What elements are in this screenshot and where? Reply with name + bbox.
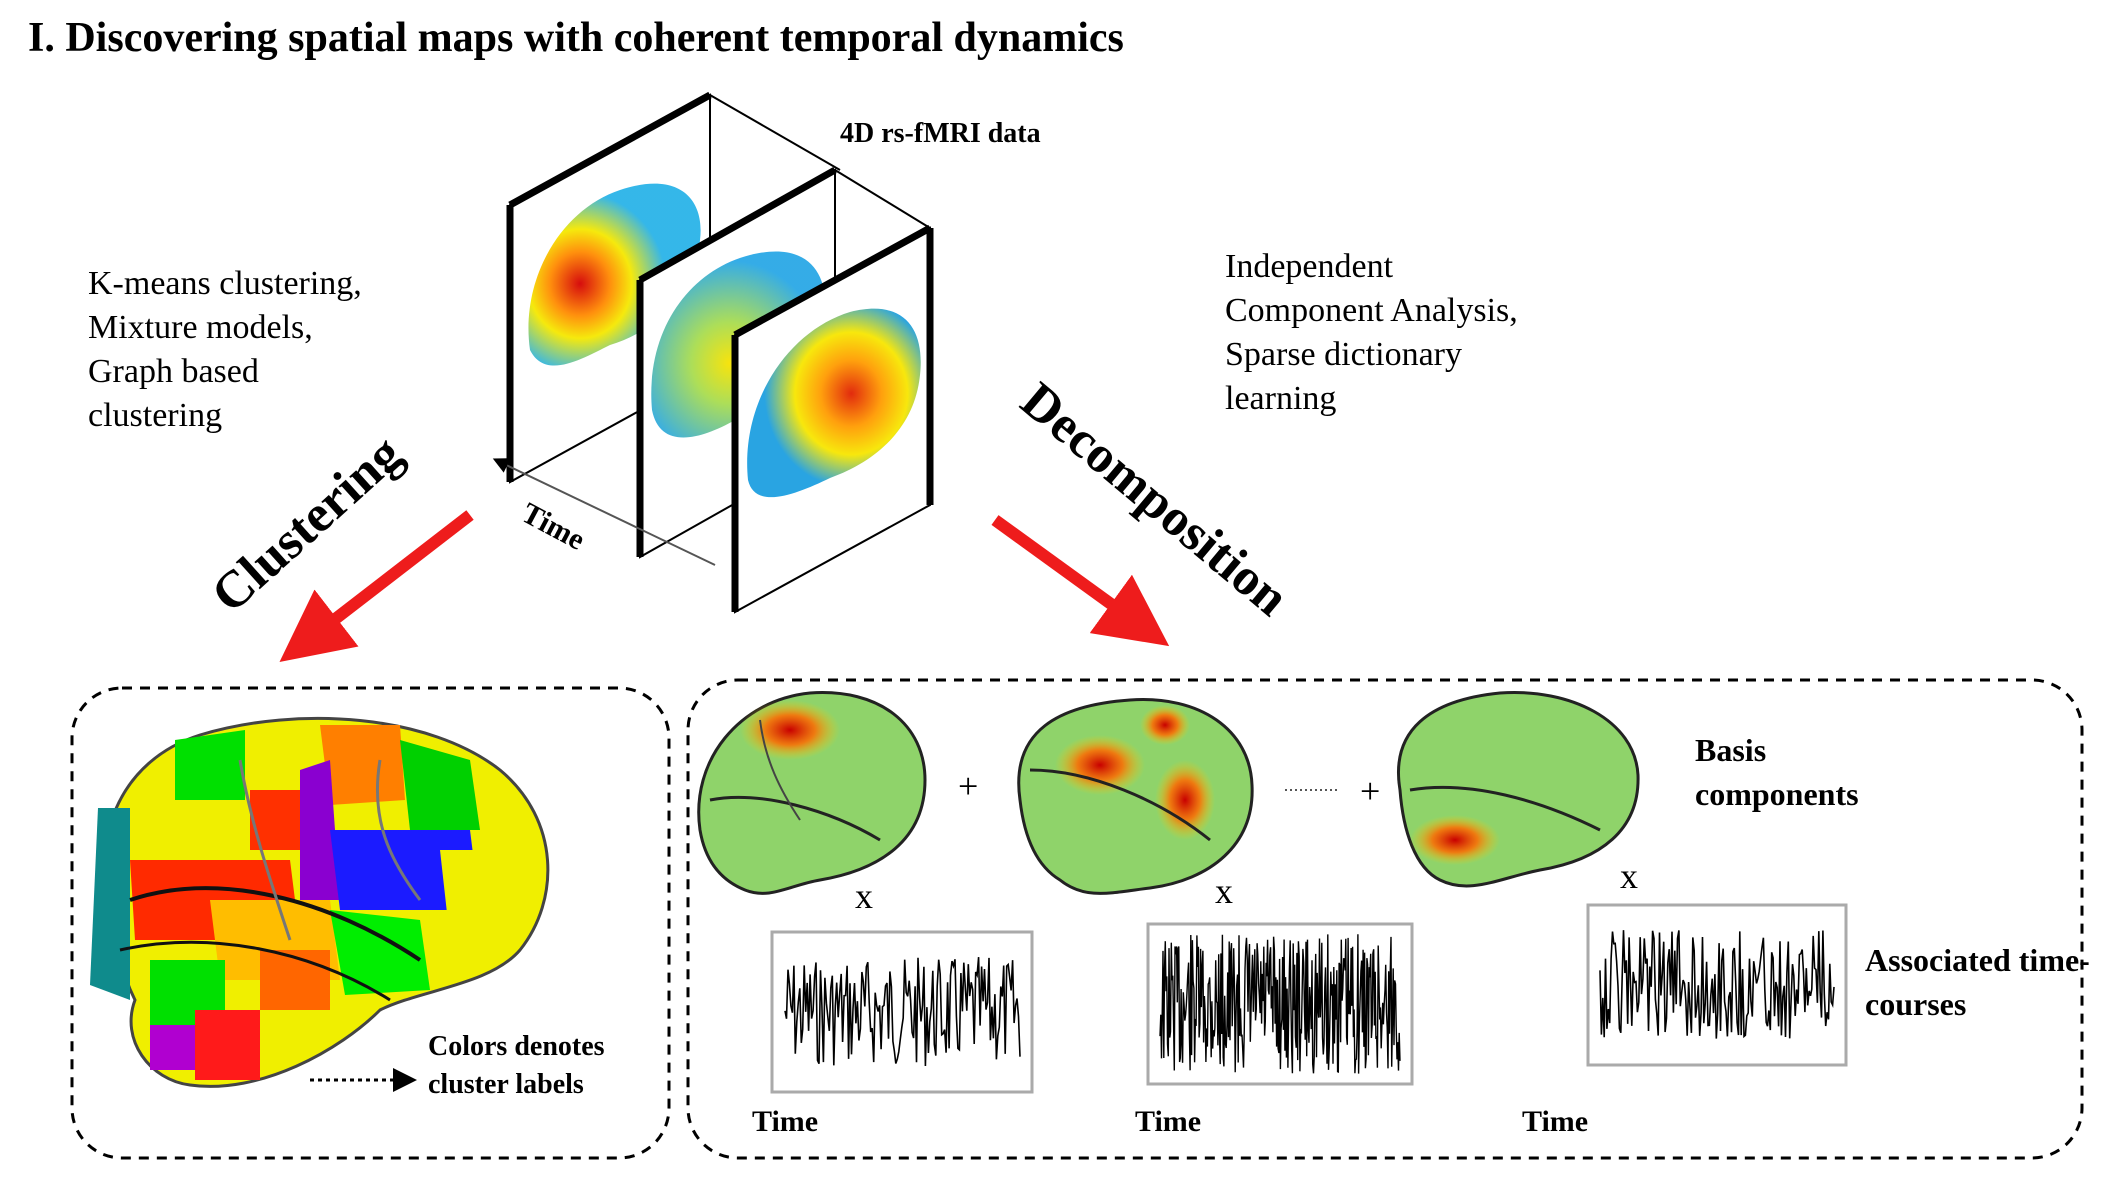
decomposition-methods-text: Independent Component Analysis, Sparse d… (1225, 248, 1518, 417)
decomposition-arrow (991, 515, 1170, 647)
decomposition-panel-frame (686, 678, 2084, 1160)
basis-brain-1 (697, 691, 927, 895)
plus-sign-2: + (1360, 771, 1381, 811)
clustering-methods-text: K-means clustering, Mixture models, Grap… (88, 265, 362, 434)
time-label-2: Time (1135, 1105, 1202, 1138)
basis-components-label: Basis components (1695, 732, 1859, 812)
time-label-3: Time (1522, 1105, 1589, 1138)
basis-brain-3 (1397, 690, 1640, 888)
figure-title: I. Discovering spatial maps with coheren… (28, 15, 1124, 61)
basis-brain-2 (1017, 698, 1254, 895)
time-label-1: Time (752, 1105, 819, 1138)
clustering-panel-frame (70, 686, 671, 1160)
timecourse-line-1 (784, 957, 1021, 1067)
timecourse-line-3 (1599, 930, 1835, 1039)
timecourse-line-2 (1159, 934, 1401, 1074)
cluster-colors-note: Colors denotes cluster labels (428, 1031, 605, 1100)
fmri-volume-stack (492, 91, 934, 614)
multiply-sign-1: x (855, 876, 873, 916)
multiply-sign-2: x (1215, 871, 1233, 911)
clustered-brain (90, 716, 550, 1088)
clustering-arrow (279, 510, 474, 662)
data-label: 4D rs-fMRI data (840, 118, 1041, 149)
fmri-slice-3 (731, 224, 934, 614)
time-arrow (492, 458, 716, 566)
multiply-sign-3: x (1620, 856, 1638, 896)
plus-sign-1: + (958, 766, 979, 806)
associated-timecourses-label: Associated time-courses (1865, 942, 2090, 1022)
